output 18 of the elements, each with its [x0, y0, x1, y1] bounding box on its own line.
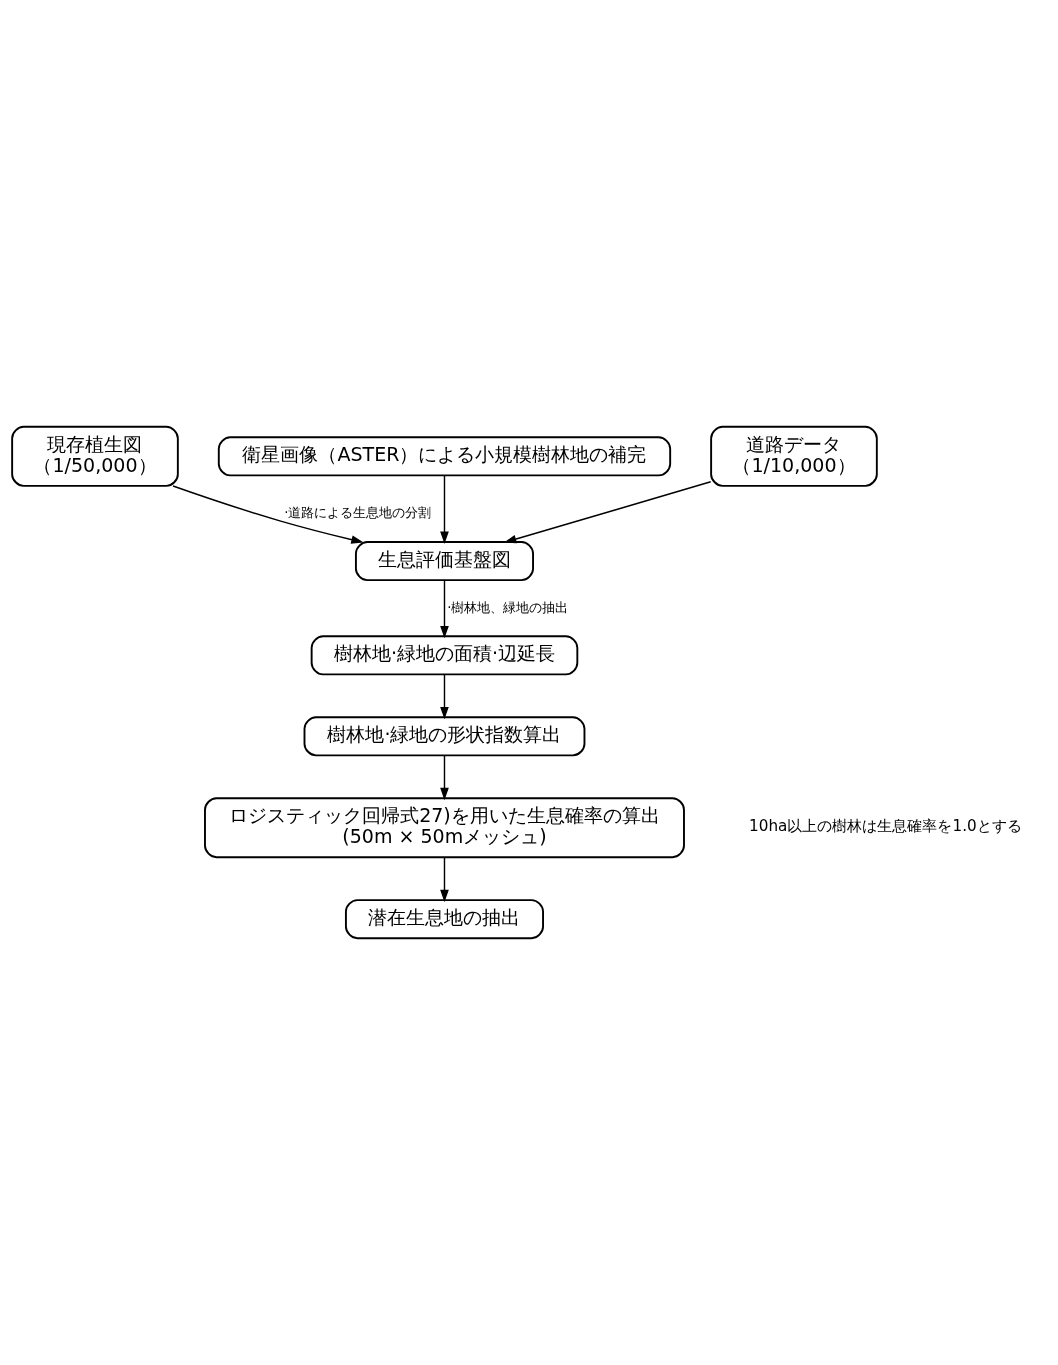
node-box: 現存植生図 （1/50,000） — [11, 425, 179, 487]
node-box: 道路データ （1/10,000） — [710, 425, 878, 487]
node-box: 生息評価基盤図 — [354, 541, 534, 582]
label: 10ha以上の樹林は生息確率を1.0とする — [749, 817, 1022, 836]
edge-label: ·道路による生息地の分割 — [284, 505, 432, 521]
node-box: 潜在生息地の抽出 — [344, 899, 544, 940]
arrow — [440, 579, 449, 639]
node-box: 衛星画像（ASTER）による小規模樹林地の補完 — [217, 436, 672, 477]
edge-label: ·樹林地、緑地の抽出 — [447, 599, 569, 615]
node-box: ロジスティック回帰式27)を用いた生息確率の算出 (50m × 50mメッシュ) — [204, 797, 685, 859]
arrow — [440, 856, 449, 903]
arrow — [503, 481, 712, 544]
arrow — [440, 474, 449, 544]
node-box: 樹林地·緑地の形状指数算出 — [303, 716, 586, 757]
node-box: 樹林地·緑地の面積·辺延長 — [310, 635, 579, 676]
arrow — [172, 485, 364, 544]
arrow — [440, 673, 449, 720]
arrow — [440, 754, 449, 801]
